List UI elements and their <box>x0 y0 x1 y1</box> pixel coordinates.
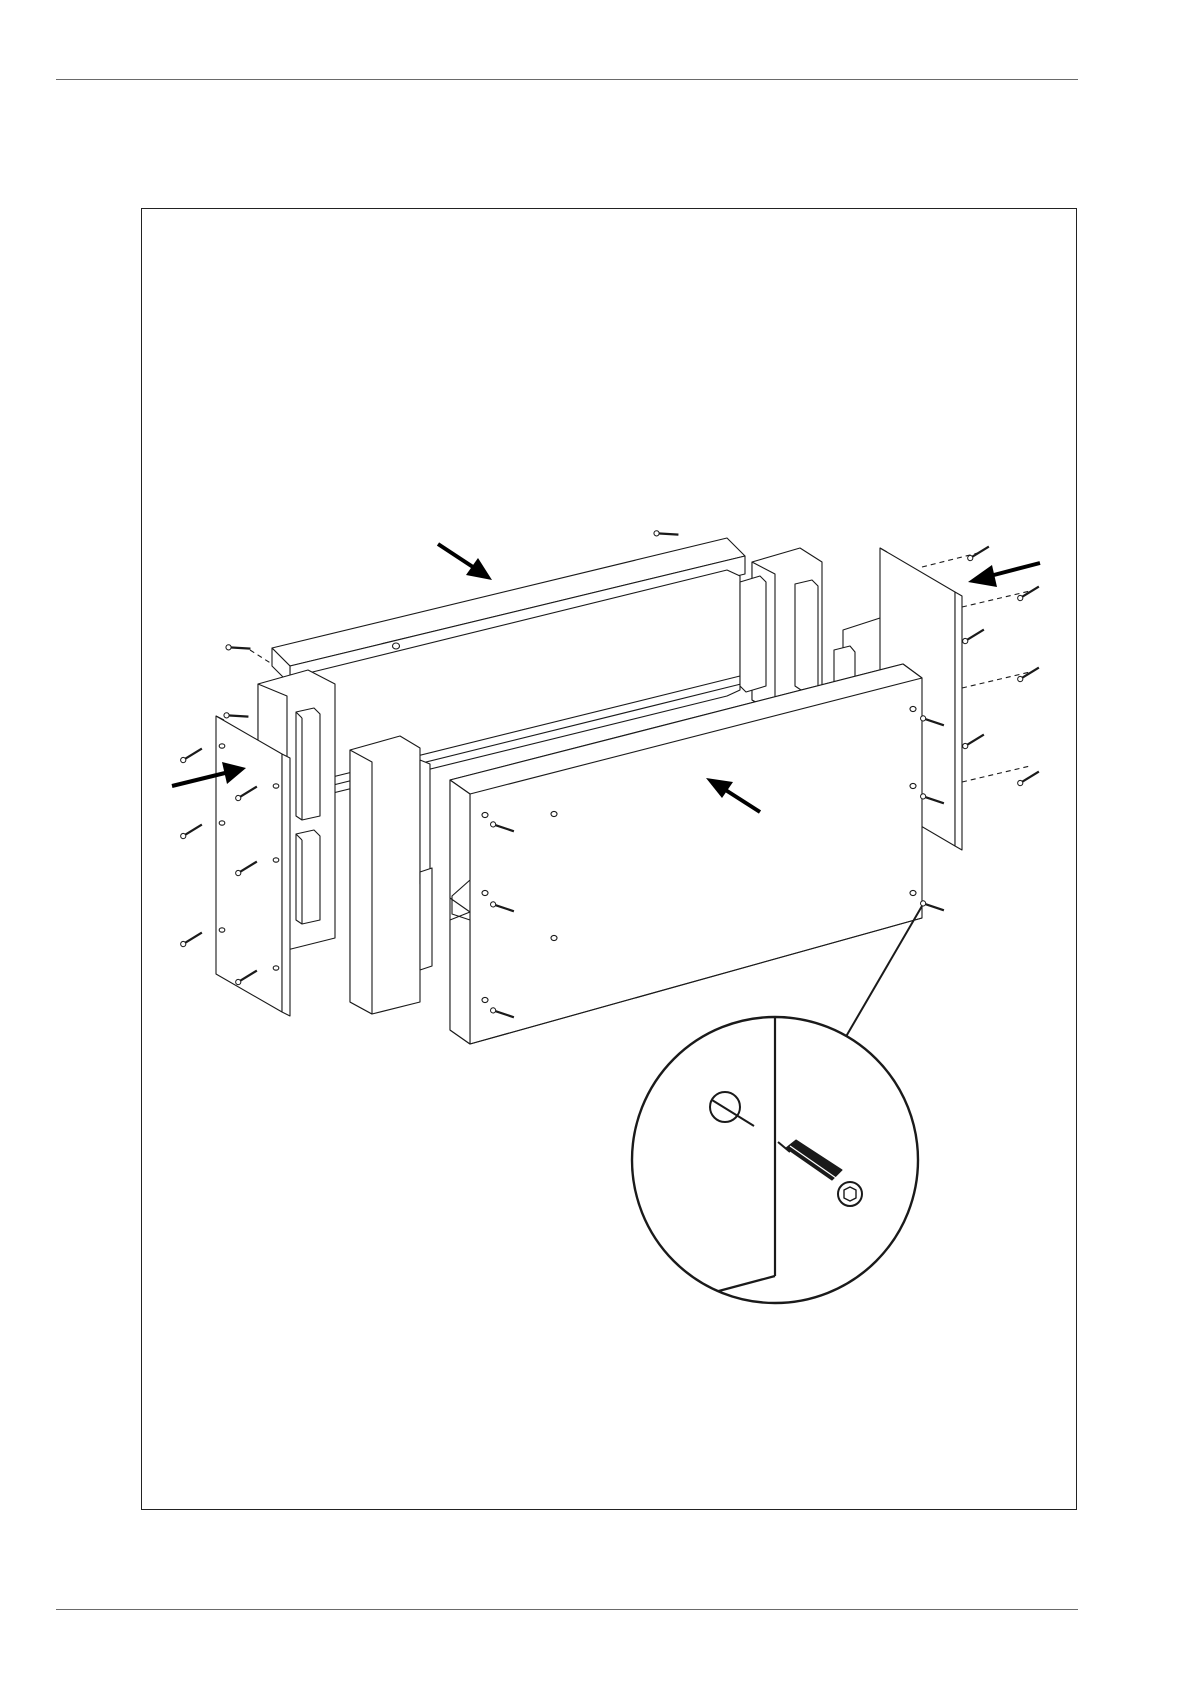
screw-icon <box>179 825 204 840</box>
screw-icon <box>179 749 204 764</box>
screw-icon <box>961 630 986 645</box>
screw-icon <box>179 933 204 948</box>
center-post <box>350 736 432 1014</box>
arrow-down-right-icon <box>438 544 492 580</box>
screw-icon <box>1016 668 1041 683</box>
screw-icon <box>961 735 986 750</box>
screw-icon <box>919 897 943 918</box>
screw-icon <box>225 641 250 657</box>
arrow-left-icon <box>968 563 1040 587</box>
screw-icon <box>966 547 991 562</box>
screw-icon <box>1016 772 1041 787</box>
screw-icon <box>653 527 678 543</box>
screw-icon <box>1016 587 1041 602</box>
